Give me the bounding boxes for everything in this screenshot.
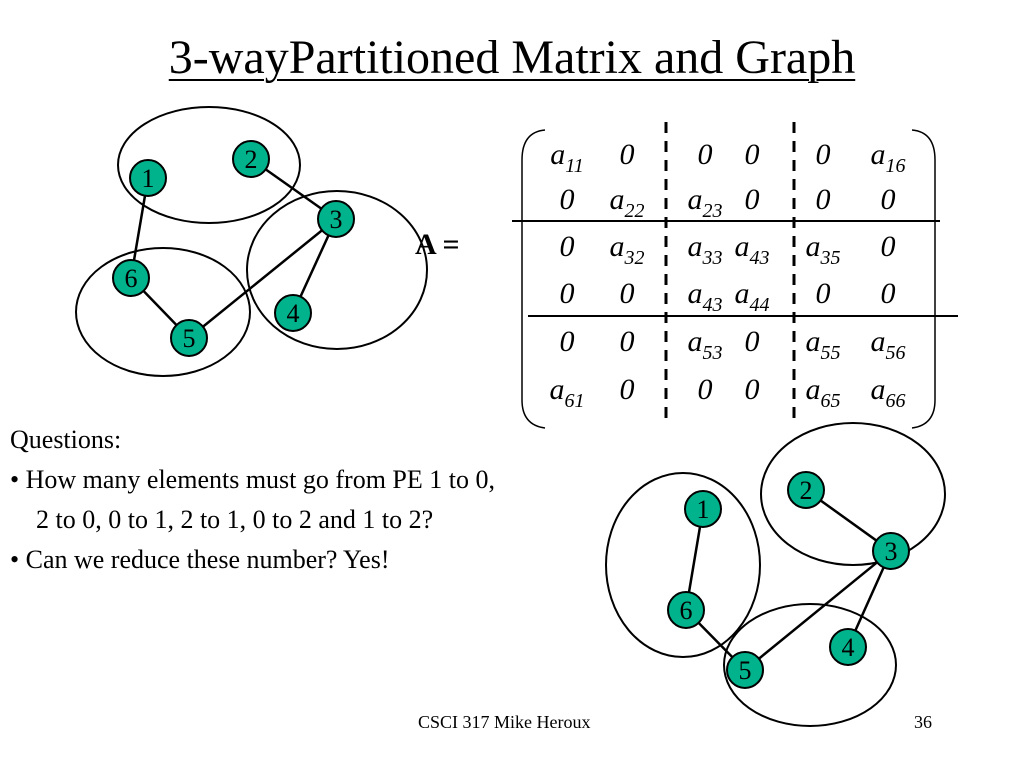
graph-bottom-node-1: 1 bbox=[684, 490, 722, 528]
graph-bottom-node-6: 6 bbox=[667, 591, 705, 629]
matrix-cell-6-5: a65 bbox=[806, 373, 841, 412]
graph-bottom-node-4: 4 bbox=[829, 628, 867, 666]
matrix-cell-1-4: 0 bbox=[745, 138, 760, 171]
node-circle bbox=[232, 140, 270, 178]
matrix-cell-5-2: 0 bbox=[620, 325, 635, 358]
matrix-cell-3-4: a43 bbox=[735, 230, 770, 269]
matrix-cell-2-5: 0 bbox=[816, 183, 831, 216]
matrix-right-bracket bbox=[911, 129, 936, 429]
matrix-cell-3-6: 0 bbox=[881, 230, 896, 263]
node-circle bbox=[684, 490, 722, 528]
node-circle bbox=[129, 159, 167, 197]
node-circle bbox=[317, 200, 355, 238]
partition-ellipse-bottom-b bbox=[760, 422, 946, 566]
node-label: 5 bbox=[739, 656, 752, 685]
matrix-cell-3-2: a32 bbox=[610, 230, 645, 269]
matrix-cell-4-2: 0 bbox=[620, 277, 635, 310]
graph-top-node-6: 6 bbox=[112, 259, 150, 297]
graph-top: 1 2 3 4 5 6 bbox=[112, 140, 355, 357]
matrix-cell-4-4: a44 bbox=[735, 277, 770, 316]
matrix-cell-5-4: 0 bbox=[745, 325, 760, 358]
matrix-cell-6-3: 0 bbox=[698, 373, 713, 406]
matrix-cell-5-6: a56 bbox=[871, 325, 906, 364]
matrix-cell-4-6: 0 bbox=[881, 277, 896, 310]
node-circle bbox=[667, 591, 705, 629]
node-circle bbox=[829, 628, 867, 666]
node-label: 1 bbox=[142, 164, 155, 193]
graph-top-node-1: 1 bbox=[129, 159, 167, 197]
matrix-cell-1-2: 0 bbox=[620, 138, 635, 171]
matrix-cell-5-3: a53 bbox=[688, 325, 723, 364]
node-label: 2 bbox=[800, 476, 813, 505]
matrix-cell-1-5: 0 bbox=[816, 138, 831, 171]
node-label: 1 bbox=[697, 495, 710, 524]
matrix-cell-2-6: 0 bbox=[881, 183, 896, 216]
matrix-cell-2-3: a23 bbox=[688, 183, 723, 222]
matrix-cell-6-1: a61 bbox=[550, 373, 585, 412]
graph-bottom: 1 2 3 4 5 6 bbox=[667, 471, 910, 689]
graph-top-edge-3-5 bbox=[188, 218, 337, 339]
matrix-cell-2-4: 0 bbox=[745, 183, 760, 216]
matrix-cell-5-1: 0 bbox=[560, 325, 575, 358]
matrix-cell-3-3: a33 bbox=[688, 230, 723, 269]
graph-bottom-node-3: 3 bbox=[872, 532, 910, 570]
matrix-cell-6-4: 0 bbox=[745, 373, 760, 406]
node-label: 2 bbox=[245, 145, 258, 174]
questions-heading: Questions: bbox=[10, 425, 122, 454]
matrix-cell-6-2: 0 bbox=[620, 373, 635, 406]
question-1-line-2: 2 to 0, 0 to 1, 2 to 1, 0 to 2 and 1 to … bbox=[36, 505, 434, 534]
matrix-cell-2-2: a22 bbox=[610, 183, 645, 222]
partition-ellipse-bottom-c bbox=[723, 603, 897, 727]
graph-bottom-node-5: 5 bbox=[726, 651, 764, 689]
partition-ellipse-top-b bbox=[246, 190, 428, 350]
node-label: 3 bbox=[885, 537, 898, 566]
matrix-label: A = bbox=[415, 228, 460, 261]
graph-bottom-node-2: 2 bbox=[787, 471, 825, 509]
graph-top-node-3: 3 bbox=[317, 200, 355, 238]
node-label: 6 bbox=[125, 264, 138, 293]
matrix-cell-3-1: 0 bbox=[560, 230, 575, 263]
matrix-cell-4-3: a43 bbox=[688, 277, 723, 316]
slide-title: 3-wayPartitioned Matrix and Graph bbox=[168, 31, 856, 84]
footer-page-number: 36 bbox=[914, 712, 932, 732]
graph-top-node-5: 5 bbox=[170, 319, 208, 357]
matrix-cell-2-1: 0 bbox=[560, 183, 575, 216]
node-label: 5 bbox=[183, 324, 196, 353]
node-circle bbox=[872, 532, 910, 570]
matrix-cell-4-1: 0 bbox=[560, 277, 575, 310]
matrix-cell-3-5: a35 bbox=[806, 230, 841, 269]
graph-bottom-edge-3-5 bbox=[744, 550, 892, 671]
node-circle bbox=[726, 651, 764, 689]
matrix-cell-1-1: a11 bbox=[550, 138, 584, 177]
partition-ellipse-top-a bbox=[117, 106, 301, 224]
partition-ellipse-top-c bbox=[75, 247, 251, 377]
matrix-cell-6-6: a66 bbox=[871, 373, 906, 412]
matrix-left-bracket bbox=[521, 129, 546, 429]
node-label: 4 bbox=[842, 633, 855, 662]
question-2: • Can we reduce these number? Yes! bbox=[10, 545, 390, 574]
graph-top-node-2: 2 bbox=[232, 140, 270, 178]
matrix-cell-4-5: 0 bbox=[816, 277, 831, 310]
node-label: 4 bbox=[287, 299, 300, 328]
node-circle bbox=[274, 294, 312, 332]
footer-author: CSCI 317 Mike Heroux bbox=[418, 712, 591, 732]
question-1-line-1: • How many elements must go from PE 1 to… bbox=[10, 465, 495, 494]
questions-block: Questions: • How many elements must go f… bbox=[10, 420, 495, 580]
node-circle bbox=[112, 259, 150, 297]
matrix-cell-1-6: a16 bbox=[871, 138, 906, 177]
node-label: 3 bbox=[330, 205, 343, 234]
partition-ellipse-bottom-a bbox=[605, 472, 761, 658]
graph-top-node-4: 4 bbox=[274, 294, 312, 332]
matrix-cell-1-3: 0 bbox=[698, 138, 713, 171]
node-circle bbox=[170, 319, 208, 357]
matrix-cell-5-5: a55 bbox=[806, 325, 841, 364]
node-circle bbox=[787, 471, 825, 509]
node-label: 6 bbox=[680, 596, 693, 625]
